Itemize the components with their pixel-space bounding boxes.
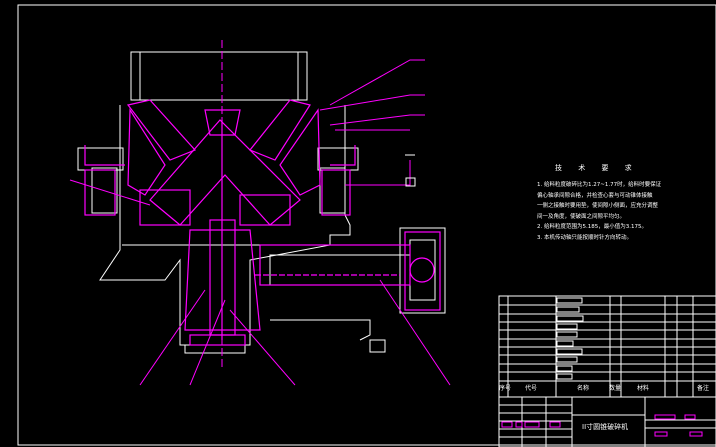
- part-number-markers: [405, 154, 416, 187]
- requirement-line: 3. 本机传动轴只能按顺时针方向转动。: [537, 234, 632, 241]
- col-label-remarks: 备注: [697, 385, 710, 392]
- col-label-material: 材料: [637, 385, 650, 392]
- feed-hopper: [130, 51, 308, 101]
- col-label-code: 代号: [525, 385, 538, 392]
- drawing-border: [17, 4, 716, 446]
- drawing-title: II寸圆锥破碎机: [582, 423, 629, 431]
- leader-lines: [69, 59, 451, 386]
- crusher-frame: [77, 105, 446, 354]
- col-label-qty: 数量: [609, 385, 622, 392]
- col-label-name: 名称: [577, 385, 590, 392]
- requirement-line: 一侧之接触时要用垫，使间隙小侧面，应充分调整: [537, 203, 659, 209]
- technical-requirements-list: 1. 给料粒度破碎比为1.27~1.77时，给料时要保证 偏心轴承间隙合格，并检…: [537, 180, 697, 243]
- technical-requirements-title: 技 术 要 求: [555, 164, 639, 172]
- requirement-line: 偏心轴承间隙合格，并检查心套与可动锥体接触: [537, 192, 653, 199]
- col-label-index: 序号: [499, 385, 512, 392]
- requirement-line: 间一及角度，使破面之间隙平均匀。: [537, 213, 626, 220]
- crusher-internal-parts: [84, 99, 441, 346]
- requirement-line: 2. 给料粒度范围为5.185，最小值为3.175。: [537, 224, 647, 230]
- requirement-line: 1. 给料粒度破碎比为1.27~1.77时，给料时要保证: [537, 182, 662, 188]
- title-block: [498, 295, 716, 447]
- title-block-highlights: [501, 414, 703, 437]
